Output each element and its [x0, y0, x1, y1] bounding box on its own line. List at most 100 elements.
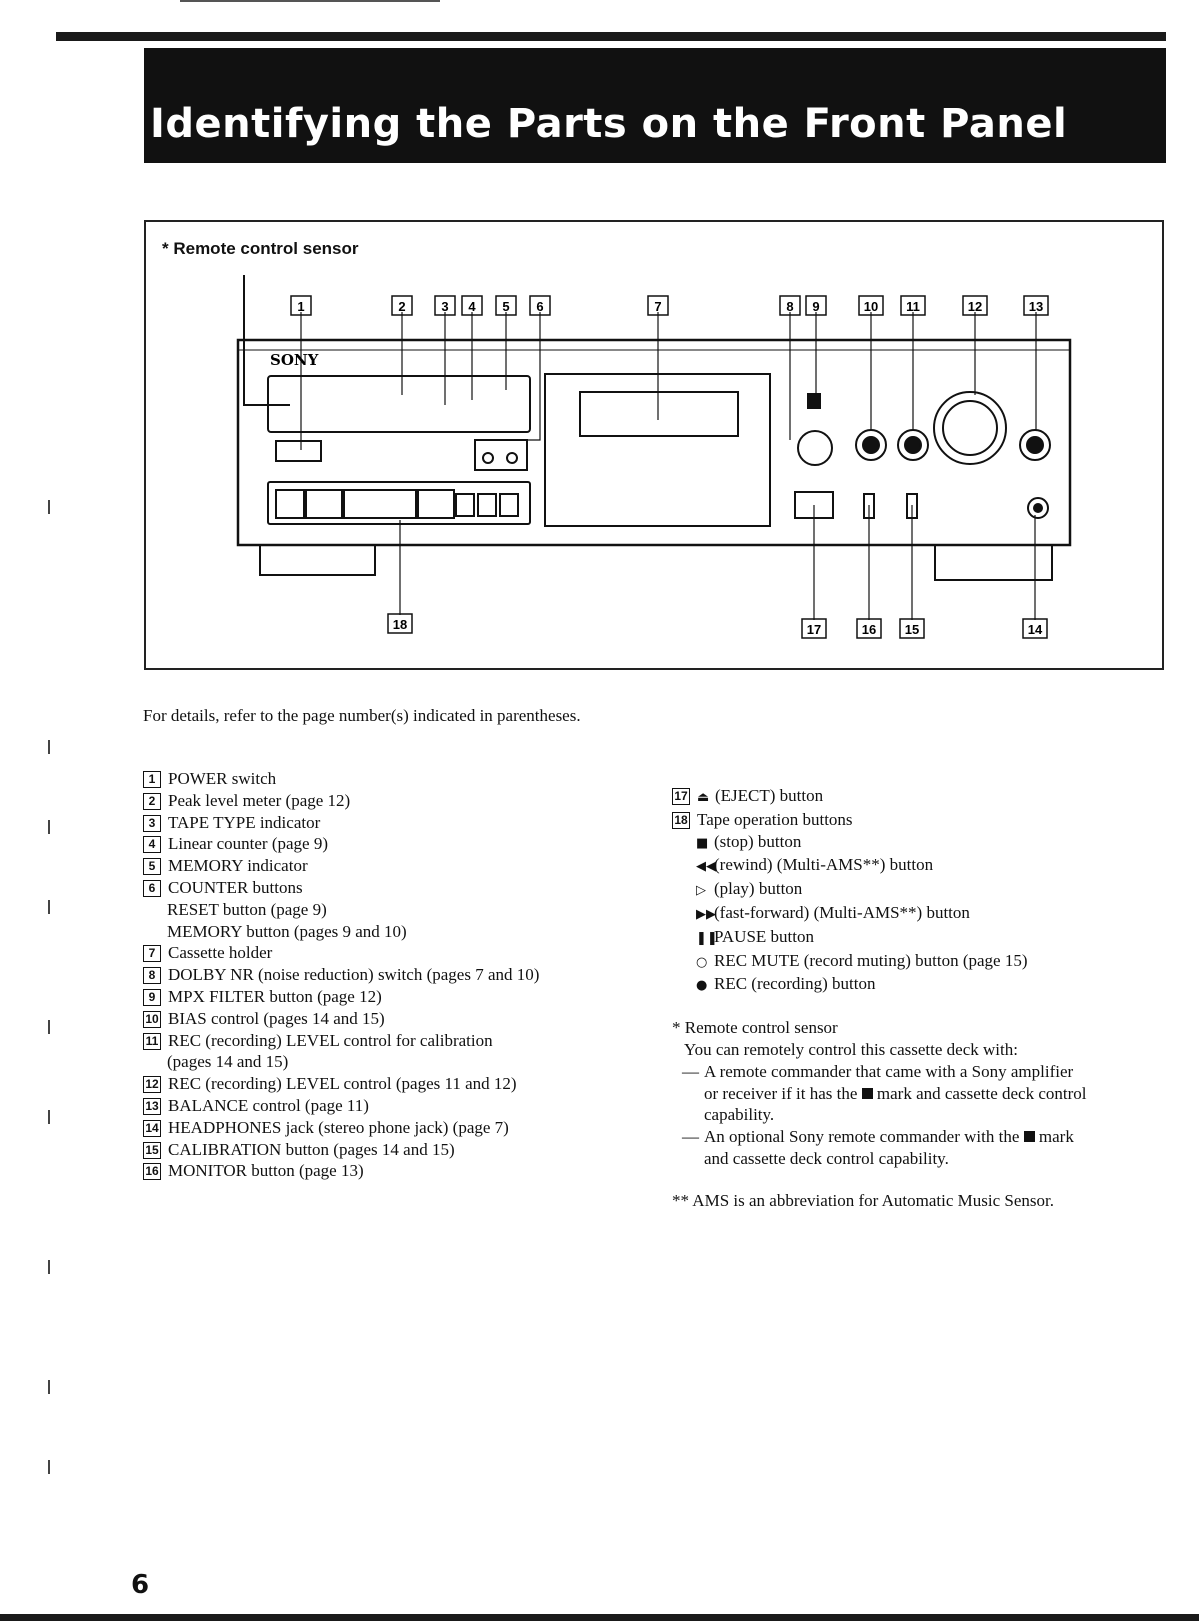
- callout-2: 2: [391, 295, 413, 316]
- svg-text:1: 1: [297, 299, 304, 314]
- top-thin-rule: [180, 0, 440, 2]
- svg-text:16: 16: [862, 622, 876, 637]
- display-window: [267, 375, 531, 433]
- svg-text:5: 5: [502, 299, 509, 314]
- part-number: 18: [672, 811, 690, 829]
- sensor-bullet-2-cont: and cassette deck control capability.: [704, 1148, 949, 1168]
- callout-11: 11: [900, 295, 926, 316]
- callout-12: 12: [962, 295, 988, 316]
- part-number: 4: [143, 836, 161, 854]
- eject-icon: ⏏: [697, 790, 710, 805]
- tape-button-item: ▶▶(fast-forward) (Multi-AMS**) button: [672, 902, 1172, 926]
- part-item-18: 18 Tape operation buttons: [672, 809, 1172, 831]
- part-text: Linear counter (page 9): [168, 834, 328, 854]
- remote-mark-icon: [1023, 1131, 1035, 1143]
- callout-10: 10: [858, 295, 884, 316]
- part-number: 5: [143, 858, 161, 876]
- part-number: 2: [143, 792, 161, 810]
- part-text: REC (recording) LEVEL control (pages 11 …: [168, 1074, 517, 1094]
- part-number: 14: [143, 1119, 161, 1137]
- part-number: 3: [143, 814, 161, 832]
- part-number: 12: [143, 1076, 161, 1094]
- svg-text:18: 18: [393, 617, 407, 632]
- sensor-bullet-2: —An optional Sony remote commander with …: [682, 1127, 1074, 1147]
- part-subitem: RESET button (page 9): [167, 899, 327, 919]
- tape-button-list: ■(stop) button◀◀(rewind) (Multi-AMS**) b…: [672, 831, 1172, 998]
- part-text: HEADPHONES jack (stereo phone jack) (pag…: [168, 1117, 509, 1137]
- sensor-bullet-1: —A remote commander that came with a Son…: [682, 1061, 1074, 1081]
- tape-button-item: ❚❚PAUSE button: [672, 926, 1172, 950]
- tape-button-text: (rewind) (Multi-AMS**) button: [714, 855, 934, 875]
- deck-foot-left: [259, 545, 376, 576]
- part-text: Tape operation buttons: [697, 809, 853, 829]
- part-item-4: 4 Linear counter (page 9): [143, 833, 613, 855]
- ams-note: ** AMS is an abbreviation for Automatic …: [672, 1190, 1054, 1210]
- part-number: 6: [143, 879, 161, 897]
- part-subitem: MEMORY button (pages 9 and 10): [167, 921, 407, 941]
- margin-tick: [48, 820, 50, 834]
- part-text: (EJECT) button: [715, 786, 824, 805]
- part-text: POWER switch: [168, 769, 277, 788]
- callout-9: 9: [805, 295, 827, 316]
- part-subitem: (pages 14 and 15): [167, 1052, 289, 1072]
- part-number: 10: [143, 1010, 161, 1028]
- part-number: 11: [143, 1032, 161, 1050]
- margin-tick: [48, 500, 50, 514]
- part-number: 13: [143, 1097, 161, 1115]
- callout-4: 4: [461, 295, 483, 316]
- remote-mark-icon: [861, 1087, 873, 1099]
- margin-tick: [48, 1380, 50, 1394]
- transport-symbol-icon: ○: [696, 954, 708, 970]
- part-item-13: 13 BALANCE control (page 11): [143, 1095, 613, 1117]
- part-number: 8: [143, 967, 161, 985]
- tape-button-text: PAUSE button: [714, 926, 814, 946]
- parts-list-right: 17 ⏏ (EJECT) button 18 Tape operation bu…: [672, 785, 1172, 1212]
- part-text: Peak level meter (page 12): [168, 790, 351, 810]
- brand-logo: SONY: [270, 351, 319, 369]
- margin-tick: [48, 1110, 50, 1124]
- cassette-window: [579, 391, 739, 437]
- transport-symbol-icon: ●: [696, 978, 708, 994]
- dolby-switch: [797, 430, 833, 466]
- tape-button-text: (play) button: [714, 879, 803, 899]
- callout-16: 16: [856, 618, 882, 639]
- part-number: 1: [143, 771, 161, 788]
- transport-strip: [267, 481, 531, 525]
- callout-6: 6: [529, 295, 551, 316]
- svg-text:9: 9: [812, 299, 819, 314]
- part-item-14: 14 HEADPHONES jack (stereo phone jack) (p…: [143, 1117, 613, 1139]
- svg-text:15: 15: [905, 622, 919, 637]
- svg-text:14: 14: [1028, 622, 1043, 637]
- intro-text: For details, refer to the page number(s)…: [143, 706, 581, 725]
- tape-button-text: (stop) button: [714, 831, 802, 851]
- headphones-jack: [1027, 497, 1049, 519]
- margin-tick: [48, 1460, 50, 1474]
- rec-level-knob: [933, 391, 1007, 465]
- figure-frame: [144, 220, 1164, 670]
- sensor-label: * Remote control sensor: [162, 239, 359, 258]
- part-item-2: 2 Peak level meter (page 12): [143, 790, 613, 812]
- balance-knob: [1019, 429, 1051, 461]
- tape-button-item: ○ REC MUTE (record muting) button (page 1…: [672, 950, 1172, 974]
- svg-text:10: 10: [864, 299, 878, 314]
- sensor-bullet-1-end: capability.: [704, 1105, 775, 1125]
- sensor-note-heading: * Remote control sensor: [672, 1018, 838, 1038]
- part-text: BALANCE control (page 11): [168, 1095, 369, 1115]
- svg-text:6: 6: [536, 299, 543, 314]
- sensor-leader: [243, 275, 290, 406]
- deck-foot-right: [934, 545, 1053, 581]
- svg-text:3: 3: [441, 299, 448, 314]
- part-item-12: 12 REC (recording) LEVEL control (pages 1…: [143, 1073, 613, 1095]
- part-item-10: 10 BIAS control (pages 14 and 15): [143, 1008, 613, 1030]
- tape-button-text: REC MUTE (record muting) button (page 15…: [714, 950, 1028, 970]
- tape-button-item: ●REC (recording) button: [672, 973, 1172, 997]
- part-number: 7: [143, 945, 161, 963]
- part-text: TAPE TYPE indicator: [168, 812, 321, 832]
- part-text: BIAS control (pages 14 and 15): [168, 1008, 385, 1028]
- part-number: 9: [143, 988, 161, 1006]
